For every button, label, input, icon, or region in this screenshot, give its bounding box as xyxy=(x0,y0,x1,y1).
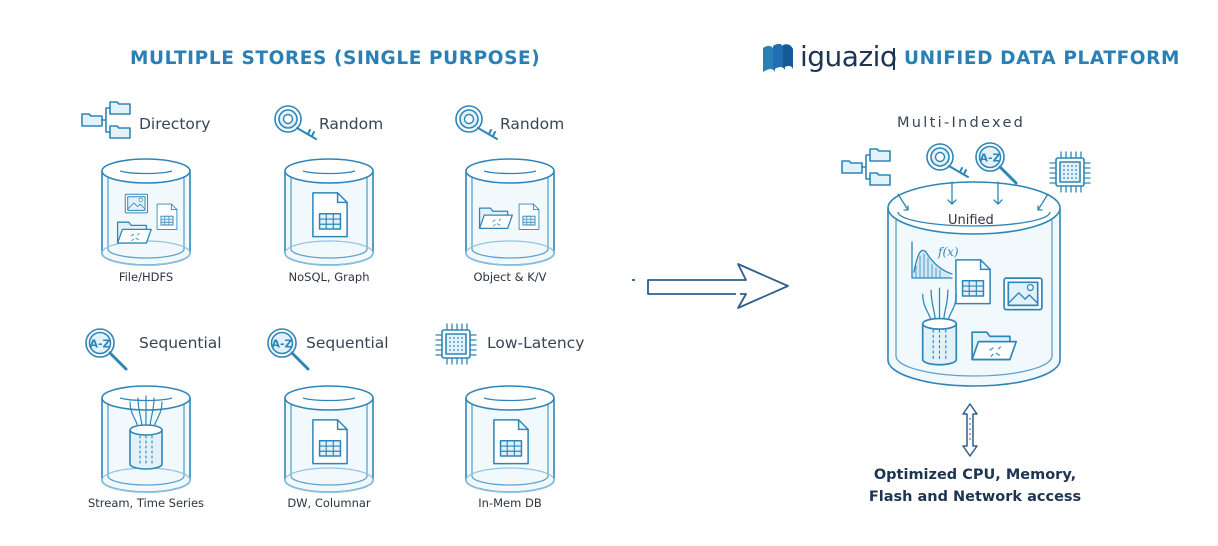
brand-name: iguazio xyxy=(800,40,897,73)
multi-indexed-label: Multi-Indexed xyxy=(897,115,1026,131)
store-cylinder-stream-timeseries xyxy=(100,384,192,496)
platform-benefits-text: Optimized CPU, Memory, Flash and Network… xyxy=(868,467,1082,505)
a-z-search-icon xyxy=(84,327,134,371)
store-caption-in-mem-db: In-Mem DB xyxy=(478,496,542,510)
iguazio-logo-icon xyxy=(763,43,793,72)
store-label-sequential-1: Sequential xyxy=(139,334,222,352)
store-label-directory: Directory xyxy=(139,115,211,133)
folder-tree-icon xyxy=(80,100,136,140)
unified-label: Unified xyxy=(948,213,994,228)
store-label-random-2: Random xyxy=(500,115,565,133)
key-search-icon xyxy=(453,103,503,143)
store-cylinder-nosql-graph xyxy=(283,157,375,269)
brand-separator xyxy=(893,48,895,70)
store-label-low-latency: Low-Latency xyxy=(487,334,585,352)
key-search-icon xyxy=(272,103,322,143)
store-label-sequential-2: Sequential xyxy=(306,334,389,352)
fx-label: f(x) xyxy=(937,245,959,259)
brand-tagline: UNIFIED DATA PLATFORM xyxy=(904,48,1180,69)
store-caption-dw-columnar: DW, Columnar xyxy=(287,496,371,510)
store-caption-file-hdfs: File/HDFS xyxy=(118,270,174,284)
store-label-random-1: Random xyxy=(319,115,384,133)
store-caption-object-kv: Object & K/V xyxy=(473,270,547,284)
a-z-search-icon xyxy=(974,141,1024,185)
store-caption-stream-timeseries: Stream, Time Series xyxy=(87,496,205,510)
chip-icon xyxy=(434,322,478,366)
unified-cylinder: f(x) xyxy=(887,181,1061,387)
key-search-icon xyxy=(924,141,974,181)
bidirectional-arrow-icon xyxy=(962,403,978,457)
store-cylinder-object-kv xyxy=(464,157,556,269)
transition-arrow-icon xyxy=(632,263,789,309)
store-cylinder-dw-columnar xyxy=(283,384,375,496)
left-section-title: MULTIPLE STORES (SINGLE PURPOSE) xyxy=(130,48,541,69)
store-caption-nosql-graph: NoSQL, Graph xyxy=(288,270,370,284)
store-cylinder-in-mem-db xyxy=(464,384,556,496)
store-cylinder-file-hdfs xyxy=(100,157,192,269)
